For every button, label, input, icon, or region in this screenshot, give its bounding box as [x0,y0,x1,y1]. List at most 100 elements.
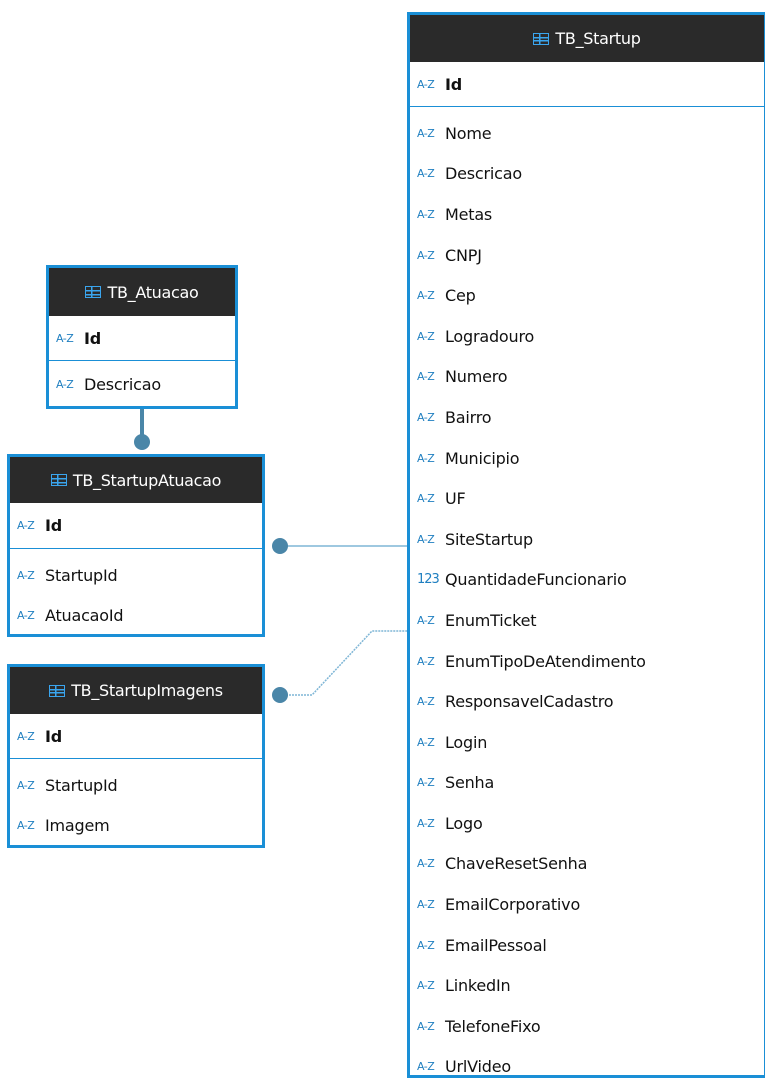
column-type-icon: A-Z [17,818,35,832]
column-name: StartupId [45,565,118,585]
column-name: StartupId [45,775,118,795]
column-name: TelefoneFixo [445,1016,541,1036]
table-name: TB_Atuacao [107,282,199,302]
column-row[interactable]: A-Z TelefoneFixo [410,1006,764,1047]
column-name: SiteStartup [445,529,533,549]
column-name: Metas [445,204,493,224]
column-row[interactable]: A-Z StartupId [10,765,262,805]
column-row[interactable]: A-Z EmailCorporativo [410,884,764,925]
column-name: Senha [445,773,495,793]
column-type-icon: A-Z [417,77,435,91]
column-type-icon: A-Z [417,1019,435,1033]
column-row[interactable]: A-Z UF [410,478,764,519]
column-name: Id [84,328,102,348]
column-row[interactable]: A-Z Numero [410,357,764,398]
column-type-icon: A-Z [56,331,74,345]
column-row[interactable]: A-Z Senha [410,763,764,804]
column-type-icon: A-Z [417,816,435,830]
column-row[interactable]: A-Z SiteStartup [410,519,764,560]
column-type-icon: A-Z [56,377,74,391]
table-header[interactable]: TB_Atuacao [49,268,235,316]
column-list: A-Z Descricao [49,361,235,404]
column-type-icon: A-Z [417,451,435,465]
column-name: Descricao [84,374,161,394]
table-icon [533,32,550,45]
column-name: Descricao [445,164,522,184]
column-name: Id [45,516,63,535]
column-type-icon: A-Z [417,248,435,262]
table-tb-atuacao[interactable]: TB_Atuacao A-Z Id A-Z Descricao [46,265,238,409]
column-name: ChaveResetSenha [445,854,588,874]
column-name: ResponsavelCadastro [445,692,614,712]
column-type-icon: A-Z [17,608,35,622]
column-type-icon: A-Z [417,776,435,790]
primary-key-row[interactable]: A-Z Id [49,316,235,361]
table-icon [49,684,66,697]
column-type-icon: A-Z [417,289,435,303]
table-header[interactable]: TB_StartupAtuacao [10,457,262,503]
column-name: UF [445,489,466,509]
rel-startupimagens-endpoint [272,687,288,703]
column-type-icon: A-Z [417,979,435,993]
column-type-icon: A-Z [417,410,435,424]
table-name: TB_StartupImagens [71,681,223,700]
column-name: QuantidadeFuncionario [445,570,627,590]
column-type-icon: A-Z [417,613,435,627]
column-row[interactable]: A-Z StartupId [10,555,262,595]
column-type-icon: A-Z [17,568,35,582]
column-name: Logo [445,813,483,833]
column-type-icon: A-Z [417,898,435,912]
column-type-icon: A-Z [17,778,35,792]
column-type-icon: A-Z [417,532,435,546]
table-icon [85,286,102,298]
primary-key-row[interactable]: A-Z Id [10,503,262,549]
table-header[interactable]: TB_Startup [410,15,764,62]
column-type-icon: A-Z [417,329,435,343]
primary-key-row[interactable]: A-Z Id [10,714,262,759]
column-row[interactable]: A-Z Descricao [410,154,764,195]
table-icon [50,474,67,486]
column-name: Nome [445,123,492,143]
column-type-icon: A-Z [417,735,435,749]
column-row[interactable]: A-Z Logradouro [410,316,764,357]
rel-startupimagens-startup [280,630,407,696]
column-row[interactable]: A-Z EnumTicket [410,600,764,641]
table-name: TB_StartupAtuacao [72,470,222,490]
table-header[interactable]: TB_StartupImagens [10,667,262,714]
column-type-icon: A-Z [417,492,435,506]
column-type-icon: A-Z [417,370,435,384]
column-type-icon: A-Z [417,167,435,181]
column-name: Numero [445,367,508,387]
column-name: EnumTicket [445,610,537,630]
column-name: EmailCorporativo [445,895,581,915]
primary-key-row[interactable]: A-Z Id [410,62,764,107]
column-type-icon: A-Z [417,938,435,952]
column-row[interactable]: A-Z Descricao [49,364,235,404]
column-row[interactable]: A-Z Logo [410,803,764,844]
rel-atuacao-endpoint [134,434,150,450]
column-name: Logradouro [445,326,535,346]
